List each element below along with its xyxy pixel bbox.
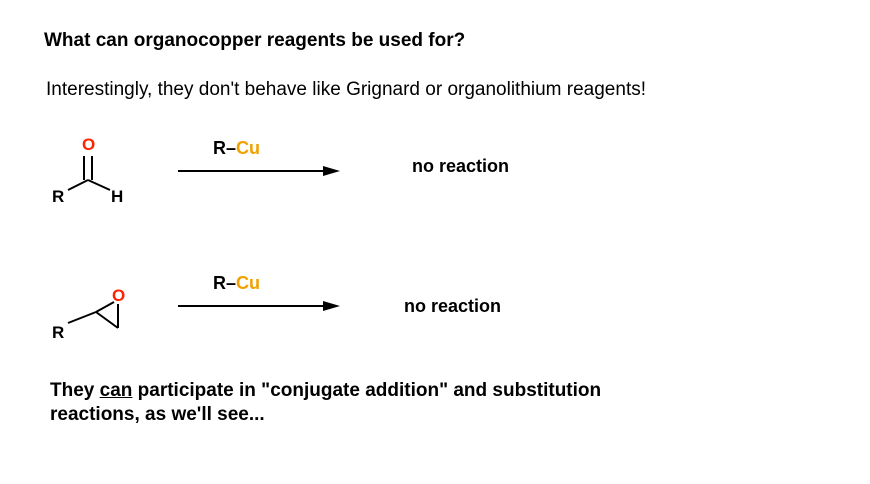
footer-note: They can participate in "conjugate addit… [50, 379, 601, 427]
aldehyde-h-bond [87, 179, 111, 191]
epoxide-structure: O R [52, 286, 125, 342]
result-2: no reaction [404, 296, 502, 316]
aldehyde-h-label: H [111, 187, 123, 206]
result-1: no reaction [412, 156, 510, 176]
reaction-arrow-2 [178, 301, 340, 311]
epoxide-r-label: R [52, 323, 64, 342]
epoxide-cc-bond [95, 311, 119, 329]
aldehyde-oxygen-label: O [82, 135, 95, 154]
aldehyde-r-bond [67, 179, 89, 191]
page-title: What can organocopper reagents be used f… [44, 30, 466, 51]
reagent-2: R–Cu [213, 273, 260, 294]
aldehyde-r-label: R [52, 187, 64, 206]
footer-underlined-word: can [99, 380, 133, 401]
page-subtitle: Interestingly, they don't behave like Gr… [46, 79, 647, 100]
reagent-1: R–Cu [213, 138, 260, 159]
epoxide-co-bond [95, 301, 115, 313]
reagent-1-cu: Cu [236, 138, 261, 158]
reagent-1-r: R– [213, 138, 237, 158]
reaction-arrow-1 [178, 166, 340, 176]
epoxide-r-bond [67, 311, 97, 324]
footer-line-1: They can participate in "conjugate addit… [50, 380, 602, 401]
reagent-2-r: R– [213, 273, 237, 293]
footer-line-2: reactions, as we'll see... [50, 404, 265, 425]
epoxide-oxygen-label: O [112, 286, 125, 305]
aldehyde-structure: O R H [52, 135, 123, 206]
reagent-2-cu: Cu [236, 273, 261, 293]
